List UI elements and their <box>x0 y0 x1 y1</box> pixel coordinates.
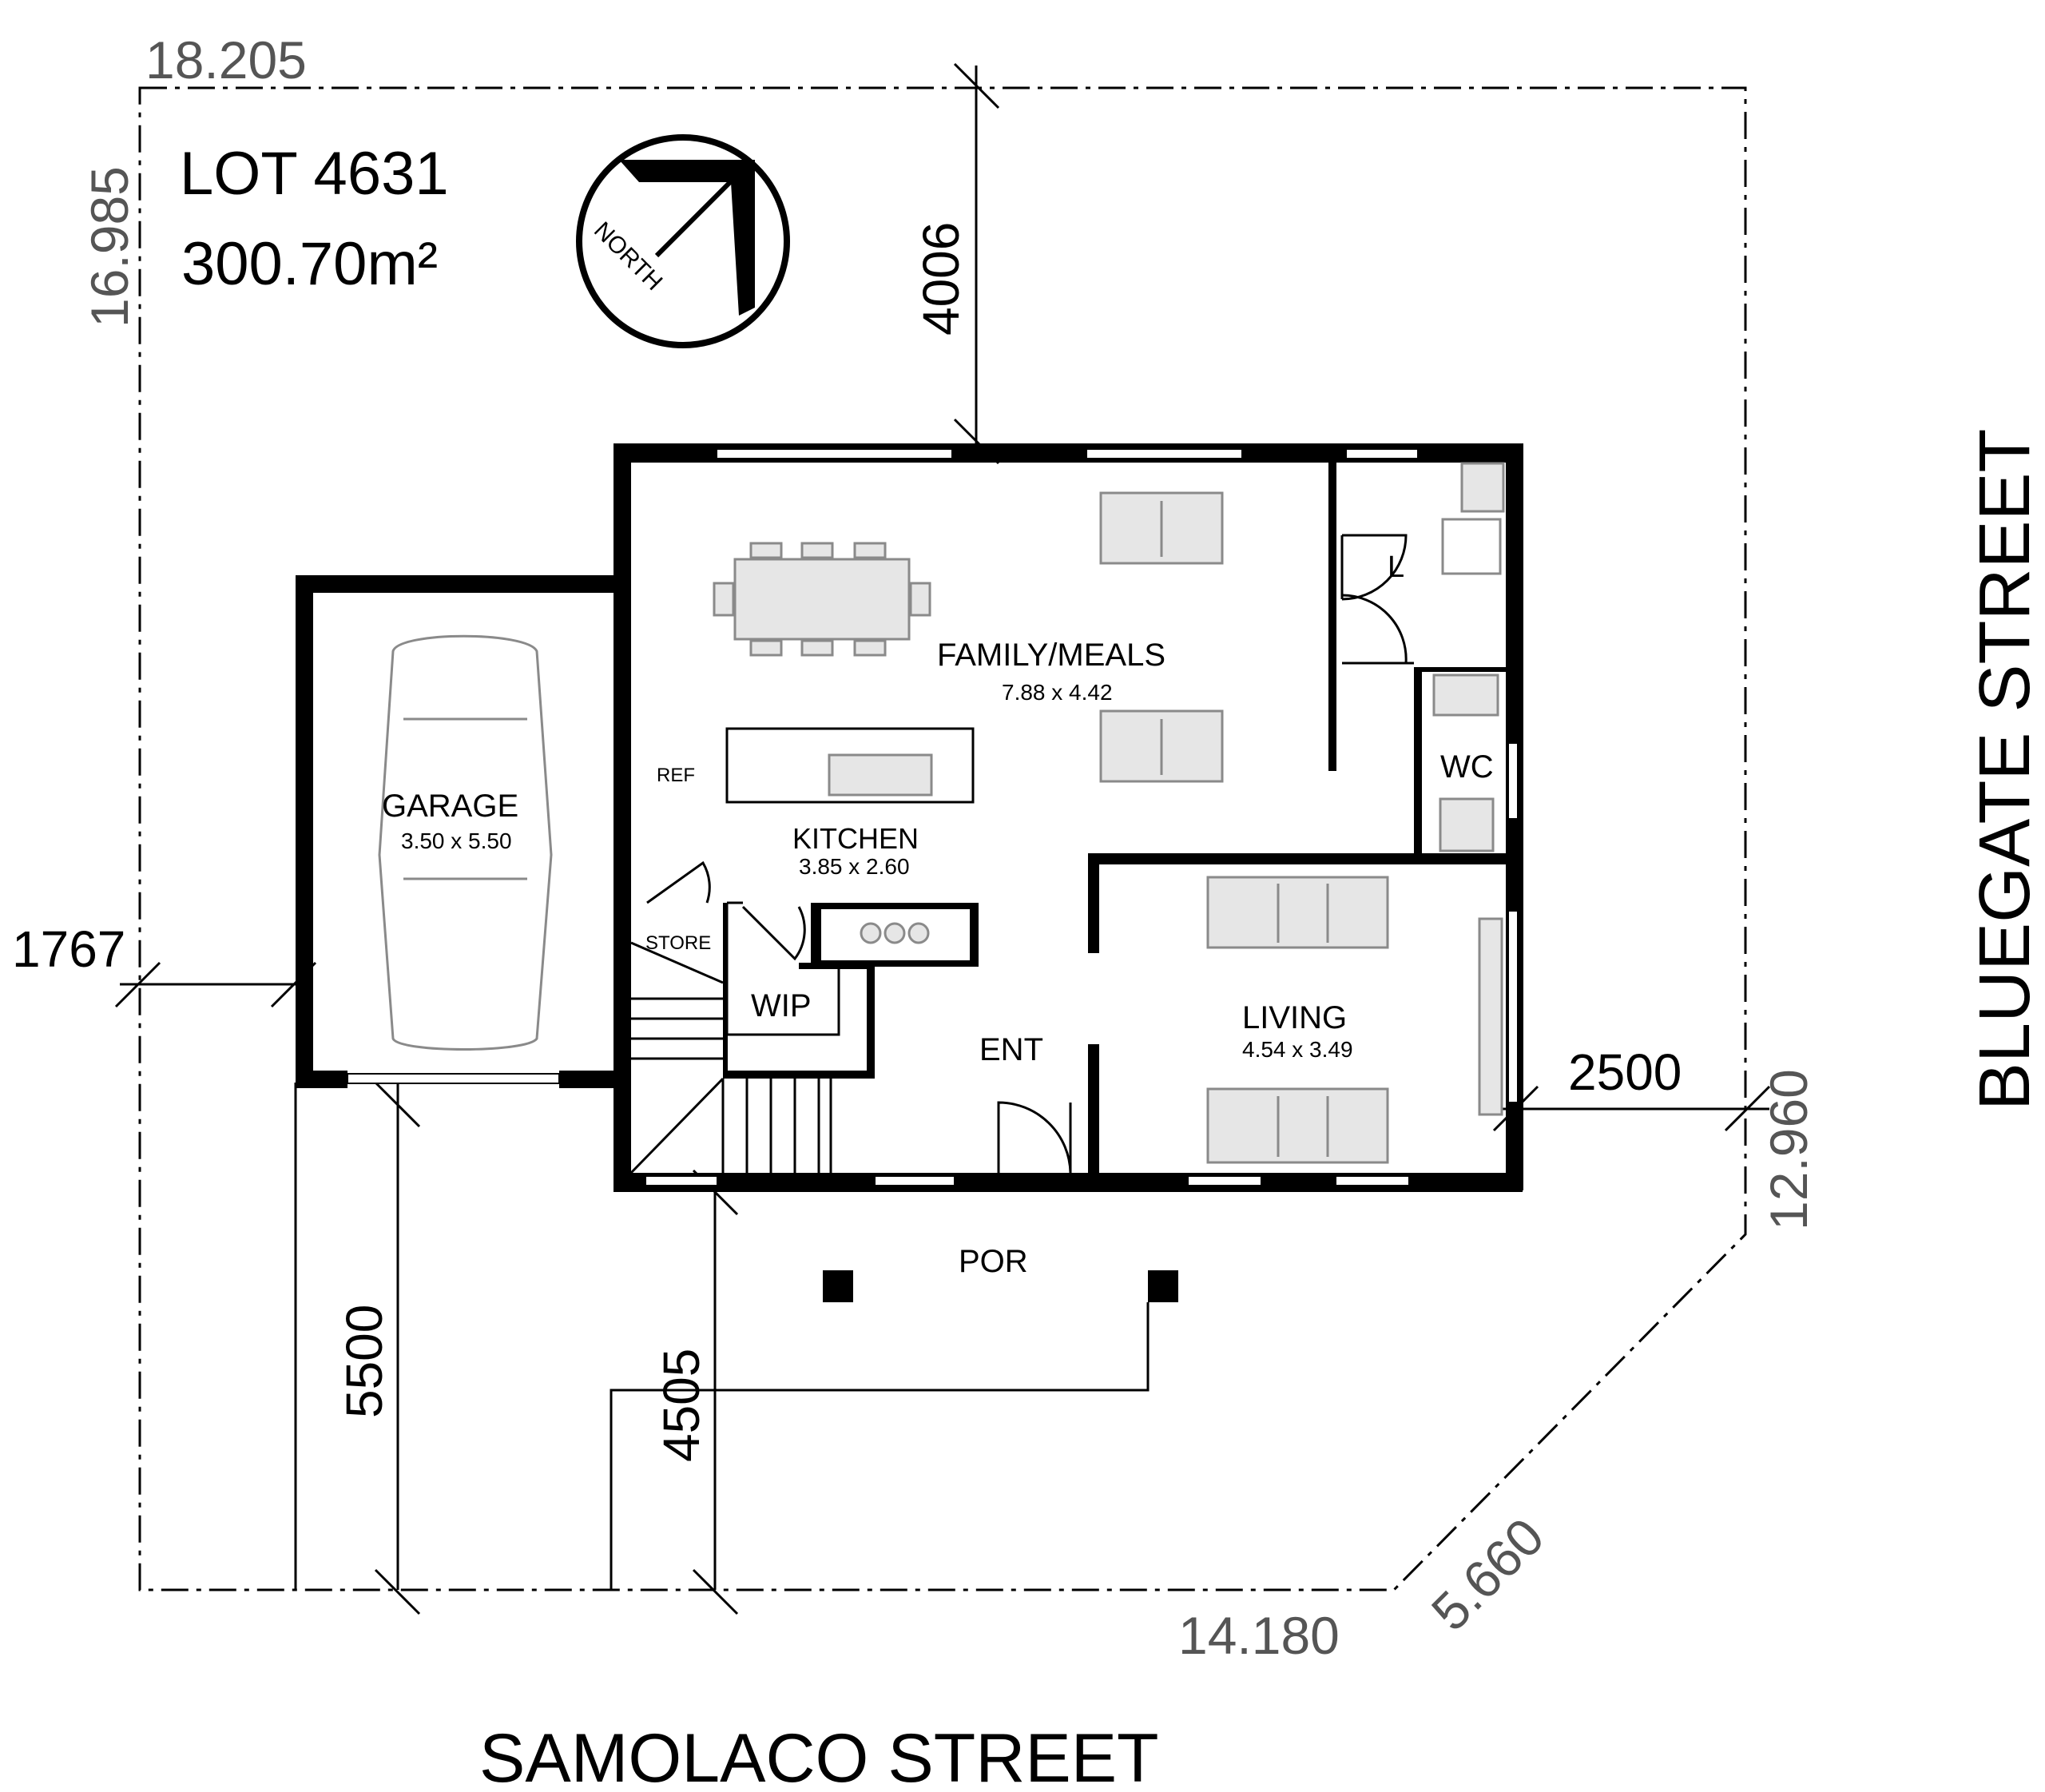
windows <box>347 448 1519 1186</box>
furniture <box>378 462 1505 1164</box>
boundary-left-dimension: 16.985 <box>80 166 139 328</box>
setback-east: 2500 <box>1568 1043 1682 1101</box>
setback-garage: 5500 <box>336 1305 393 1418</box>
room-por: POR <box>959 1244 1028 1279</box>
room-ent: ENT <box>979 1032 1043 1067</box>
street-east: BLUEGATE STREET <box>1965 428 2045 1111</box>
boundary-bottom-dimension: 14.180 <box>1178 1606 1340 1665</box>
room-family-name: FAMILY/MEALS <box>937 638 1165 673</box>
north-arrow-icon: NORTH <box>576 134 790 348</box>
lot-area: 300.70m² <box>181 230 438 298</box>
room-wip: WIP <box>751 988 812 1023</box>
setback-front: 4505 <box>653 1349 710 1462</box>
room-store: STORE <box>645 932 711 954</box>
room-wc: WC <box>1440 749 1494 785</box>
room-labels: FAMILY/MEALS 7.88 x 4.42 GARAGE 3.50 x 5… <box>382 550 1494 1279</box>
room-family-size: 7.88 x 4.42 <box>1002 680 1113 705</box>
stairs <box>629 941 832 1174</box>
street-south: SAMOLACO STREET <box>479 1720 1159 1792</box>
room-garage-size: 3.50 x 5.50 <box>401 828 512 853</box>
boundary-right-dimension: 12.960 <box>1759 1069 1818 1230</box>
boundary-diagonal-dimension: 5.660 <box>1420 1507 1555 1642</box>
room-living-size: 4.54 x 3.49 <box>1242 1037 1353 1062</box>
setback-west: 1767 <box>12 920 125 978</box>
room-living-name: LIVING <box>1242 1000 1347 1035</box>
lot-number: LOT 4631 <box>180 140 449 208</box>
room-laundry: L <box>1388 550 1404 584</box>
doors <box>646 534 1414 1174</box>
room-garage-name: GARAGE <box>382 789 518 824</box>
boundary-top-dimension: 18.205 <box>145 30 307 89</box>
lot-boundary <box>138 86 1747 1591</box>
setback-north: 4006 <box>912 222 970 336</box>
room-ref: REF <box>657 765 695 786</box>
room-kitchen-size: 3.85 x 2.60 <box>799 854 910 879</box>
setback-lines <box>114 62 1771 1615</box>
room-kitchen-name: KITCHEN <box>792 822 919 855</box>
